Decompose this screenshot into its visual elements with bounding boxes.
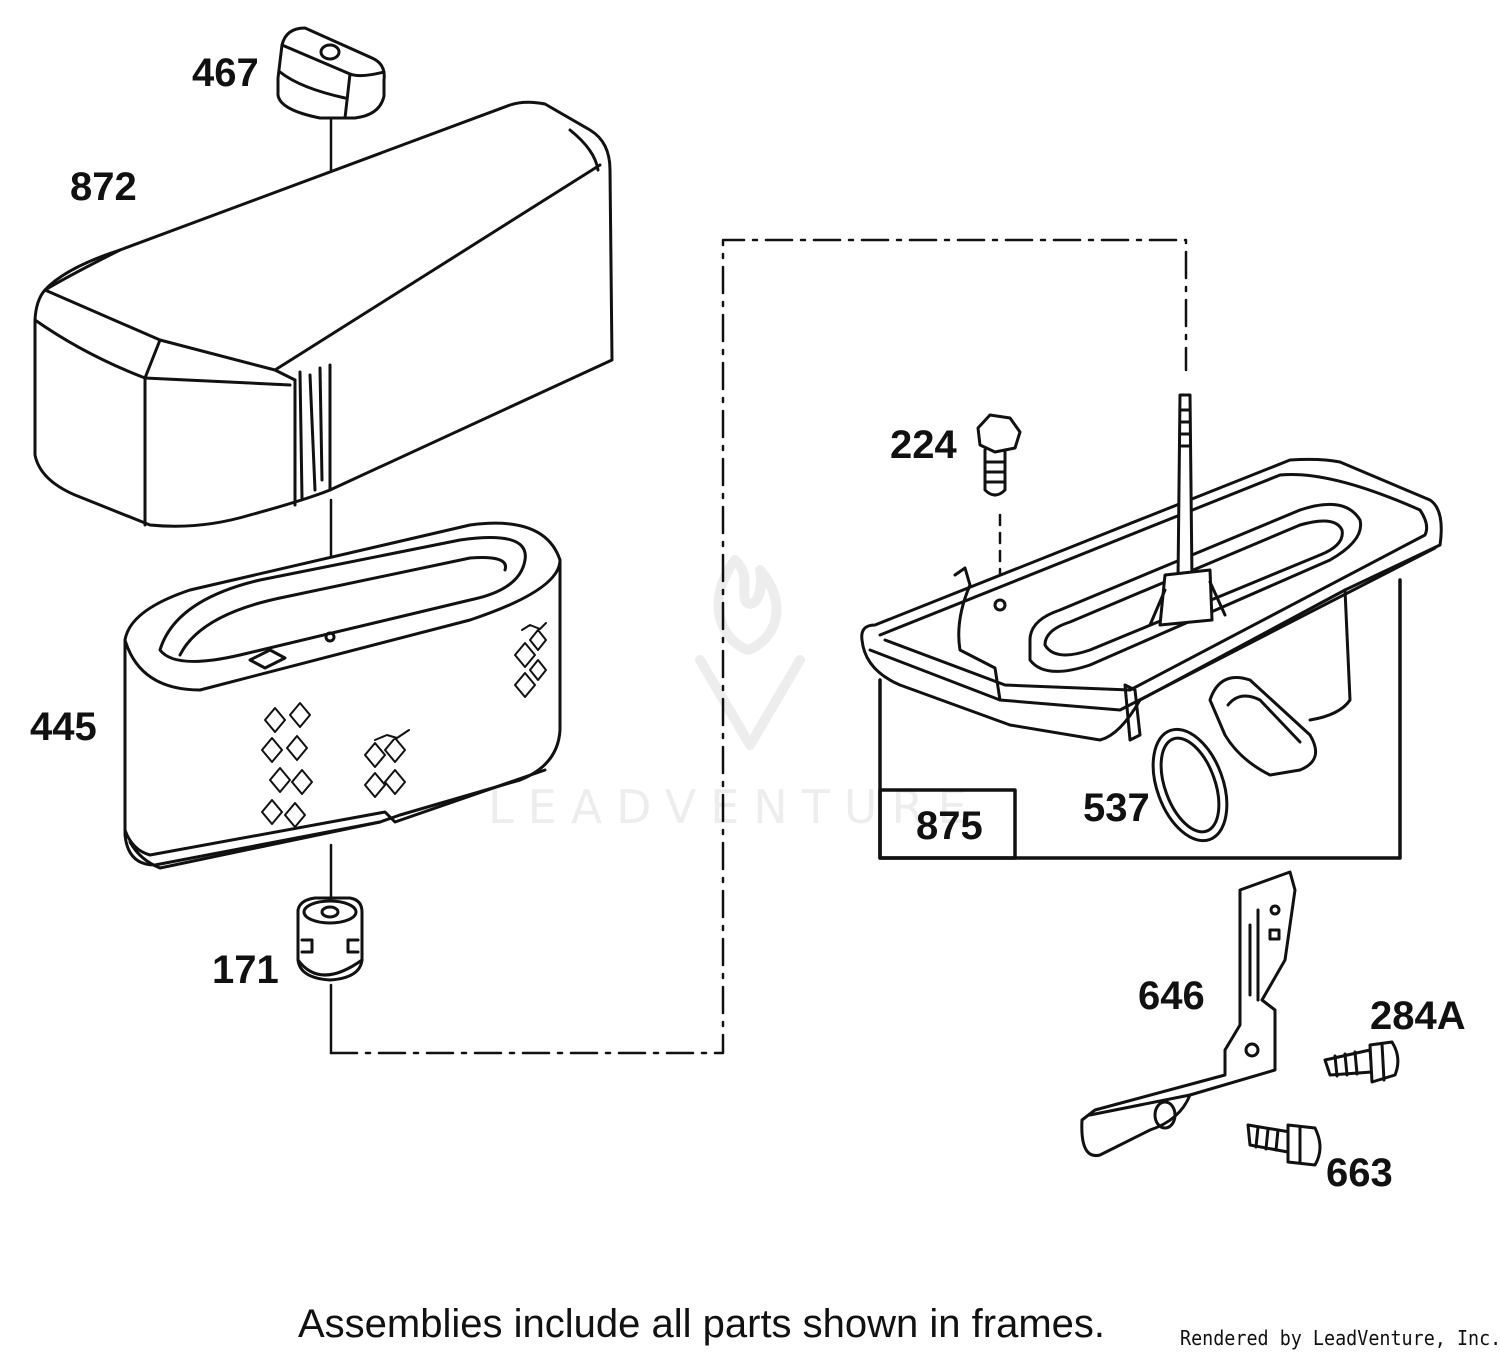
gasket-537 xyxy=(1151,727,1229,843)
watermark-logo xyxy=(695,555,805,750)
base-875 xyxy=(860,393,1443,777)
label-537: 537 xyxy=(1083,786,1150,830)
bolt-224 xyxy=(976,413,1022,597)
knob-467 xyxy=(276,26,386,120)
label-171: 171 xyxy=(212,948,279,992)
frame-label-box xyxy=(878,788,1017,860)
cover-872 xyxy=(33,100,614,528)
screw-284a xyxy=(1323,1040,1400,1084)
label-284a: 284A xyxy=(1370,994,1466,1038)
label-445: 445 xyxy=(30,705,97,749)
render-credit: Rendered by LeadVenture, Inc. xyxy=(1180,1326,1500,1350)
nut-171 xyxy=(296,896,364,982)
label-467: 467 xyxy=(192,51,259,95)
assembly-frame-875 xyxy=(878,578,1402,860)
label-875: 875 xyxy=(916,804,983,848)
watermark-text: LEADVENTURE xyxy=(488,780,981,834)
label-224: 224 xyxy=(890,423,957,467)
filter-445 xyxy=(123,521,562,870)
assembly-leader-dashed xyxy=(329,238,1188,1055)
bracket-646 xyxy=(1080,870,1297,1158)
label-646: 646 xyxy=(1138,974,1205,1018)
label-663: 663 xyxy=(1326,1151,1393,1195)
assemblies-note: Assemblies include all parts shown in fr… xyxy=(298,1302,1106,1346)
screw-663 xyxy=(1246,1123,1322,1167)
label-872: 872 xyxy=(70,165,137,209)
